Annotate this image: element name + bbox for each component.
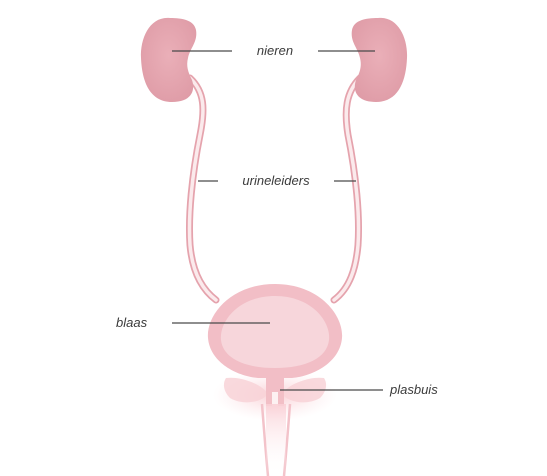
bladder: [208, 284, 342, 392]
left-kidney: [141, 18, 196, 102]
ureters: [189, 78, 360, 300]
urethra-label: plasbuis: [389, 382, 438, 397]
right-kidney: [352, 18, 407, 102]
bladder-label: blaas: [116, 315, 148, 330]
kidneys: [141, 18, 407, 102]
kidneys-label: nieren: [257, 43, 293, 58]
urethra-lower-fade: [266, 404, 286, 476]
ureters-label: urineleiders: [242, 173, 310, 188]
right-ureter-inner: [334, 78, 360, 300]
